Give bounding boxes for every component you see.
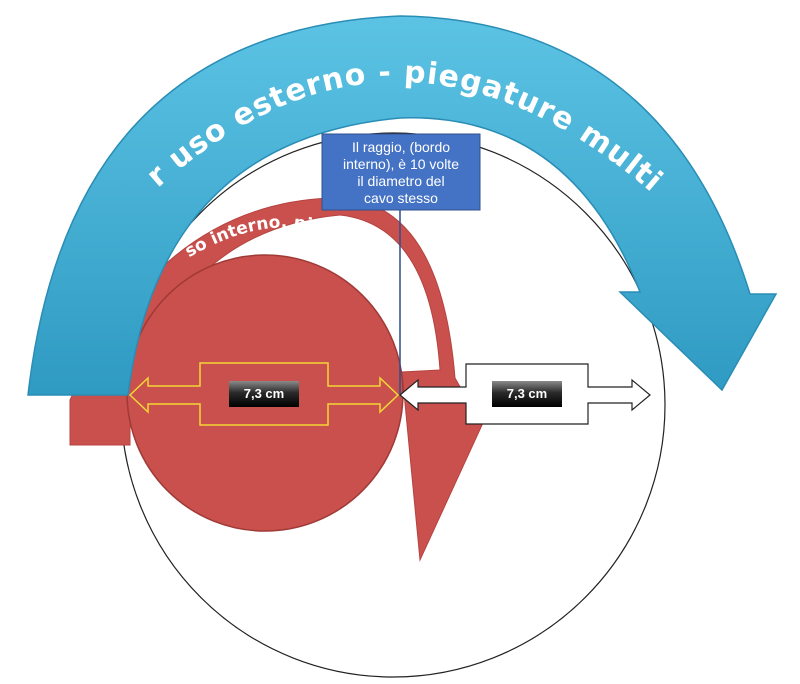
inner-bend-arc bbox=[69, 197, 483, 562]
callout-line-2: interno), è 10 volte bbox=[343, 156, 459, 172]
callout-line-1: Il raggio, (bordo bbox=[352, 139, 450, 155]
callout-line-3: il diametro del bbox=[357, 173, 444, 189]
measure-right-label: 7,3 cm bbox=[507, 386, 547, 401]
measure-right-badge bbox=[492, 381, 562, 407]
measure-left-badge bbox=[229, 381, 299, 407]
radius-callout: Il raggio, (bordo interno), è 10 volte i… bbox=[321, 133, 481, 211]
measure-left-label: 7,3 cm bbox=[244, 386, 284, 401]
outer-bend-arrow bbox=[27, 15, 778, 396]
callout-line-4: cavo stesso bbox=[364, 190, 438, 206]
